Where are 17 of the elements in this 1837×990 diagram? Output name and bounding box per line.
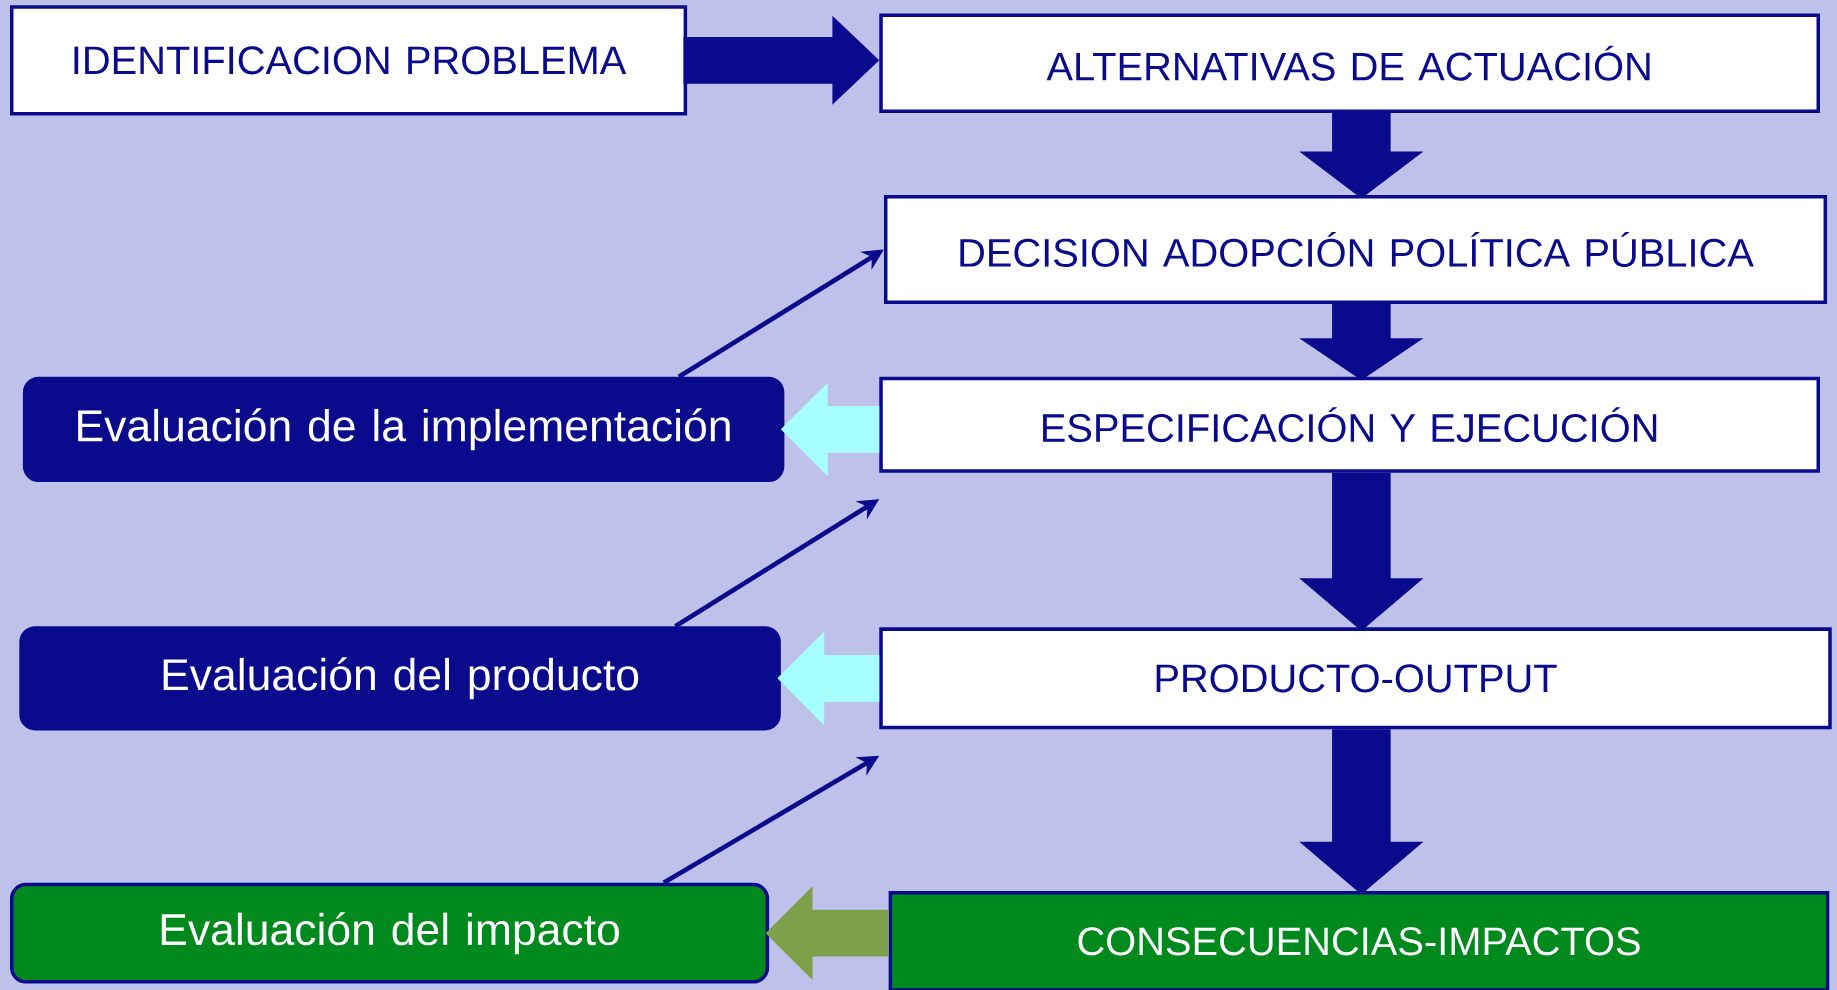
process-box: ALTERNATIVAS DE ACTUACIÓN [879, 13, 1821, 114]
process-box: DECISION ADOPCIÓN POLÍTICA PÚBLICA [883, 195, 1828, 305]
process-box: IDENTIFICACION PROBLEMA [9, 5, 688, 116]
block-arrow [765, 886, 889, 980]
evaluation-box: Evaluación del impacto [9, 882, 770, 984]
block-arrow [683, 15, 880, 105]
block-arrow [780, 382, 880, 477]
evaluation-box: Evaluación de la implementación [22, 376, 785, 483]
process-box: PRODUCTO-OUTPUT [879, 627, 1832, 730]
process-box: ESPECIFICACIÓN Y EJECUCIÓN [879, 376, 1821, 473]
block-arrow [1299, 304, 1424, 381]
block-arrow [1299, 729, 1424, 895]
process-box: CONSECUENCIAS-IMPACTOS [888, 891, 1830, 990]
block-arrow [1299, 472, 1424, 631]
block-arrow [777, 631, 880, 726]
block-arrow [1299, 113, 1424, 199]
evaluation-box: Evaluación del producto [19, 626, 781, 731]
